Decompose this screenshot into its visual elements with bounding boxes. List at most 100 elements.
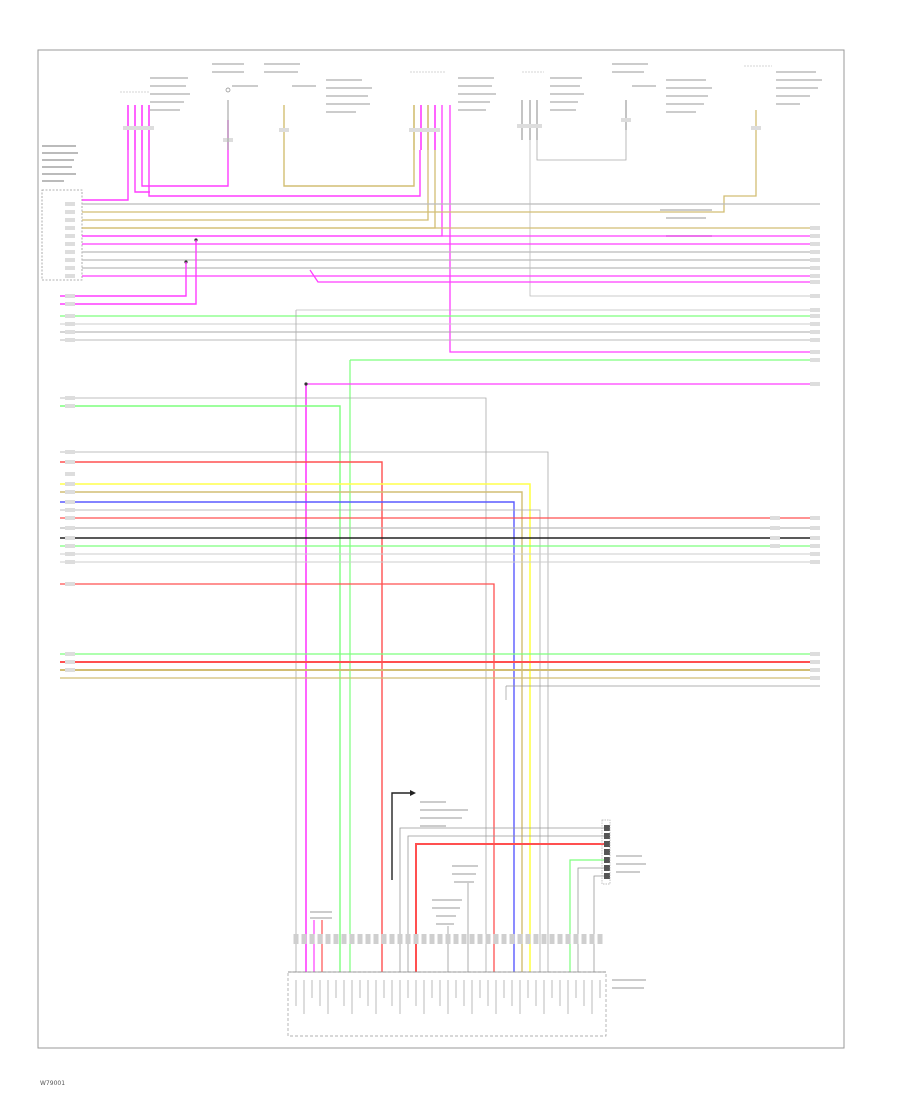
- diagram-frame: [37, 49, 845, 1049]
- left-wire-label: [65, 250, 75, 254]
- left-wire-label: [65, 218, 75, 222]
- through-wire-label: [770, 536, 780, 540]
- pin-function-label: [511, 980, 513, 1006]
- pin-label: [409, 128, 419, 132]
- pin-label: [621, 118, 631, 122]
- top-component-1: [120, 77, 190, 111]
- bottom-relay: [391, 790, 468, 880]
- right-edge-label: [810, 338, 820, 342]
- connector-pin: [333, 934, 339, 944]
- connector-pin: [397, 934, 403, 944]
- connector-pin: [557, 934, 563, 944]
- left-wire-label: [65, 450, 75, 454]
- connector-pin: [309, 934, 315, 944]
- pin-function-label: [399, 980, 401, 1014]
- left-wire-label: [65, 460, 75, 464]
- wire-layer: [60, 100, 820, 972]
- bottom-sensor-2: [432, 899, 462, 925]
- connector-pin: [477, 934, 483, 944]
- pin-function-label: [559, 980, 561, 1006]
- left-wire-label: [65, 274, 75, 278]
- connector-pin: [381, 934, 387, 944]
- pin-function-label: [479, 980, 481, 998]
- left-wire-label: [65, 338, 75, 342]
- right-edge-label: [810, 560, 820, 564]
- connector-pin: [525, 934, 531, 944]
- connector-pin: [461, 934, 467, 944]
- relay-pin: [604, 849, 610, 855]
- left-wire-label: [65, 660, 75, 664]
- connector-pin: [413, 934, 419, 944]
- left-wire-label: [65, 242, 75, 246]
- left-wire-label: [65, 482, 75, 486]
- connector-pin: [445, 934, 451, 944]
- left-wire-label: [65, 210, 75, 214]
- right-edge-label: [810, 274, 820, 278]
- pin-function-label: [551, 980, 553, 998]
- left-wire-label: [65, 258, 75, 262]
- right-edge-label: [810, 382, 820, 386]
- tan-l-wire: [60, 491, 523, 972]
- pin-function-label: [343, 980, 345, 1006]
- left-wire-label: [65, 302, 75, 306]
- connector-pin: [565, 934, 571, 944]
- pin-function-label: [391, 980, 393, 1006]
- magenta-wire-e: [82, 105, 443, 237]
- left-wire-label: [65, 226, 75, 230]
- left-wire-label: [65, 652, 75, 656]
- connector-pin: [469, 934, 475, 944]
- tan-wire-c: [82, 150, 429, 221]
- left-wire-label: [65, 330, 75, 334]
- top-component-7: [744, 65, 822, 105]
- connector-pin: [493, 934, 499, 944]
- connector-pin: [549, 934, 555, 944]
- relay-pin: [604, 825, 610, 831]
- right-edge-label: [810, 258, 820, 262]
- right-edge-label: [810, 358, 820, 362]
- connector-pin: [581, 934, 587, 944]
- right-edge-label: [810, 544, 820, 548]
- connector-pin: [589, 934, 595, 944]
- junction-label-block: [660, 209, 712, 237]
- green-bottom-wire: [569, 859, 604, 972]
- red-l-wire-2: [60, 583, 495, 972]
- pin-label: [423, 128, 433, 132]
- connector-pin: [573, 934, 579, 944]
- left-wire-label: [65, 536, 75, 540]
- through-wire-label: [770, 526, 780, 530]
- pin-function-label: [455, 980, 457, 998]
- pin-function-label: [311, 980, 313, 998]
- left-wire-label: [65, 668, 75, 672]
- left-wire-label: [65, 516, 75, 520]
- left-module-box: [41, 189, 83, 281]
- top-component-5: [522, 71, 584, 111]
- gray-l-wire-3: [60, 509, 541, 972]
- blue-l-wire: [60, 501, 515, 972]
- top-component-3: [264, 63, 372, 113]
- connector-pin: [405, 934, 411, 944]
- main-connector-pins: [293, 934, 603, 1014]
- pin-function-label: [535, 980, 537, 1006]
- pin-label: [525, 124, 535, 128]
- right-edge-label: [810, 266, 820, 270]
- magenta-wire-a: [82, 150, 129, 201]
- pin-function-label: [519, 980, 521, 1014]
- left-wire-label: [65, 322, 75, 326]
- connector-pin: [389, 934, 395, 944]
- pin-function-label: [327, 980, 329, 1014]
- pin-function-label: [383, 980, 385, 998]
- left-wire-label: [65, 234, 75, 238]
- left-wire-label: [65, 526, 75, 530]
- relay-pin: [604, 841, 610, 847]
- left-wire-label: [65, 266, 75, 270]
- connector-pin: [365, 934, 371, 944]
- gray-l-wire: [60, 397, 487, 972]
- through-wire-label: [770, 516, 780, 520]
- top-left-pin-label: [137, 126, 147, 130]
- pin-function-label: [407, 980, 409, 998]
- relay-pin: [604, 833, 610, 839]
- right-edge-label: [810, 552, 820, 556]
- connector-pin: [341, 934, 347, 944]
- through-wire-label: [770, 544, 780, 548]
- top-component-6: [612, 63, 712, 113]
